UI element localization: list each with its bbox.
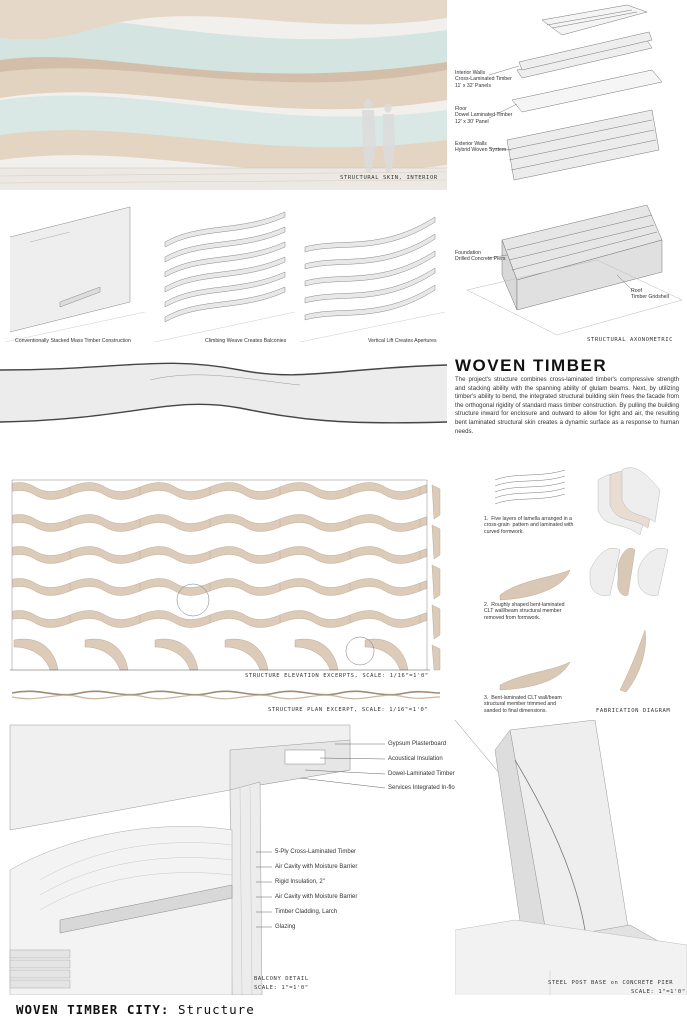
label-exterior-walls: Exterior Walls Hybrid Woven System: [455, 141, 507, 154]
caption-elevation: STRUCTURE ELEVATION EXCERPTS, SCALE: 1/1…: [245, 673, 429, 679]
caption-steel-post: STEEL POST BASE on CONCRETE PIER: [548, 980, 674, 986]
footer-title-rest: Structure: [169, 1002, 255, 1017]
caption-steel-scale: SCALE: 1"=1'0": [631, 989, 686, 995]
detail-label-gypsum: Gypsum Plasterboard: [388, 741, 447, 747]
concept-diagrams-art: [4, 206, 446, 343]
footer-title: WOVEN TIMBER CITY: Structure: [16, 1002, 255, 1017]
detail-label-acoustical: Acoustical Insulation: [388, 756, 443, 762]
label-roof: Roof Timber Gridshell: [631, 288, 669, 301]
main-title: WOVEN TIMBER: [455, 356, 608, 375]
caption-balcony-scale: SCALE: 1"=1'0": [254, 985, 309, 991]
wave-section-art: [0, 362, 447, 424]
footer-title-bold: WOVEN TIMBER CITY:: [16, 1002, 170, 1017]
structure-elevation: STRUCTURE ELEVATION EXCERPTS, SCALE: 1/1…: [0, 475, 458, 720]
label-floor: Floor Dowel Laminated Timber 12' x 30' P…: [455, 106, 513, 125]
caption-stacked: Conventionally Stacked Mass Timber Const…: [15, 338, 131, 344]
fabrication-diagram: 1. Five layers of lamella arranged in a …: [470, 450, 687, 720]
caption-plan: STRUCTURE PLAN EXCERPT, SCALE: 1/16"=1'0…: [268, 707, 429, 713]
label-interior-walls: Interior Walls Cross-Laminated Timber 11…: [455, 70, 512, 89]
caption-balcony-detail: BALCONY DETAIL: [254, 976, 309, 982]
caption-climbing: Climbing Weave Creates Balconies: [205, 338, 287, 344]
fabrication-step-3: 3. Bent-laminated CLT wall/beam structur…: [484, 695, 562, 714]
detail-label-air-cavity-2: Air Cavity with Moisture Barrier: [275, 894, 358, 900]
main-paragraph: The project's structure combines cross-l…: [455, 376, 679, 435]
axonometric-drawing: [466, 4, 683, 336]
detail-label-cladding: Timber Cladding, Larch: [275, 909, 338, 915]
fabrication-step-2: 2. Roughly shaped bent-laminated CLT wal…: [484, 602, 565, 621]
detail-label-air-cavity-1: Air Cavity with Moisture Barrier: [275, 864, 358, 870]
label-foundation: Foundation Drilled Concrete Piers: [455, 250, 506, 263]
structure-elevation-art: [10, 479, 441, 700]
wave-section: [0, 350, 447, 440]
interior-render: STRUCTURAL SKIN, INTERIOR: [0, 0, 447, 190]
footer-bar: [0, 995, 687, 1030]
detail-label-glazing: Glazing: [275, 924, 296, 930]
caption-structural-skin-interior: STRUCTURAL SKIN, INTERIOR: [340, 175, 438, 181]
caption-vertical: Vertical Lift Creates Apertures: [368, 338, 437, 344]
balcony-detail: Gypsum Plasterboard Acoustical Insulatio…: [0, 720, 480, 995]
balcony-detail-art: [9, 724, 386, 995]
detail-label-rigid-insulation: Rigid Insulation, 2": [275, 879, 325, 885]
steel-post-detail: STEEL POST BASE on CONCRETE PIER SCALE: …: [455, 720, 687, 1030]
detail-label-services: Services Integrated In-floor: [388, 785, 461, 791]
fabrication-step-1: 1. Five layers of lamella arranged in a …: [484, 516, 574, 535]
concept-diagrams: Conventionally Stacked Mass Timber Const…: [0, 192, 447, 347]
interior-render-art: [0, 0, 447, 190]
detail-label-clt: 5-Ply Cross-Laminated Timber: [275, 849, 357, 855]
caption-fabrication: FABRICATION DIAGRAM: [596, 708, 671, 714]
axonometric-panel: Interior Walls Cross-Laminated Timber 11…: [447, 0, 687, 345]
fabrication-art: [494, 467, 669, 693]
caption-structural-axonometric: STRUCTURAL AXONOMETRIC: [587, 337, 674, 343]
